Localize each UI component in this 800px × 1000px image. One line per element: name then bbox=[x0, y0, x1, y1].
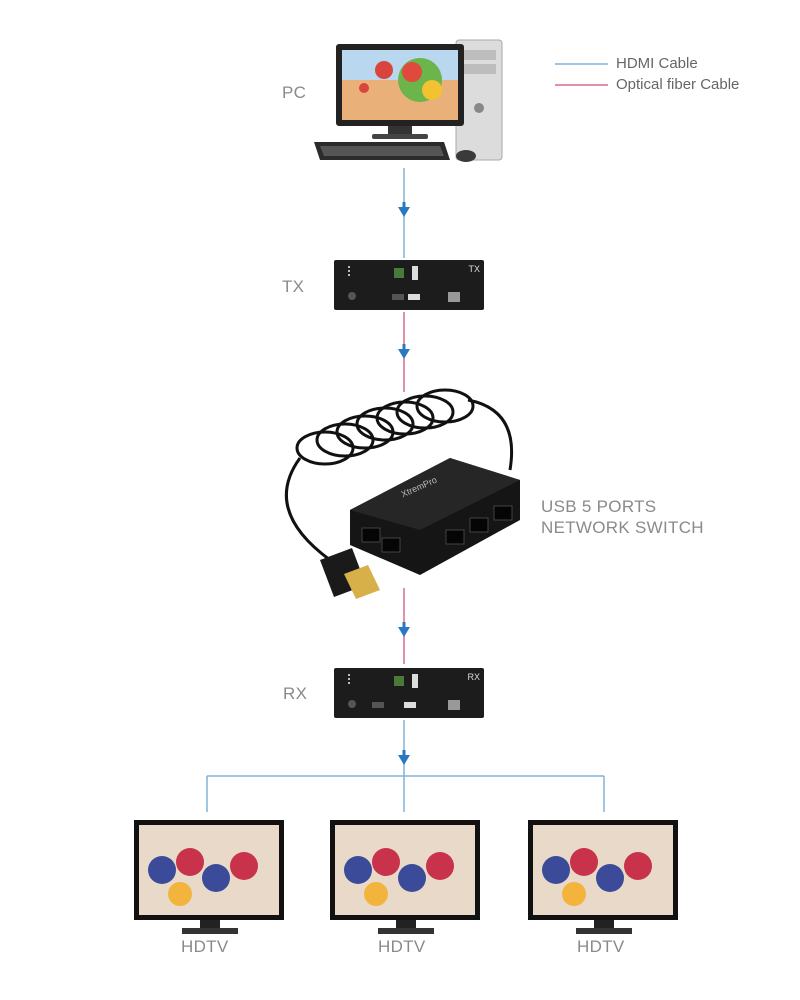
hdtv-label-3: HDTV bbox=[577, 937, 625, 956]
hdtv-illustration-1 bbox=[134, 820, 284, 934]
terminal-block bbox=[394, 676, 404, 686]
tx-device: TX bbox=[334, 260, 484, 310]
rj45-port bbox=[448, 700, 460, 710]
rx-device: RX bbox=[334, 668, 484, 718]
arrow-down-icon bbox=[398, 349, 410, 359]
switch-label: USB 5 PORTS NETWORK SWITCH bbox=[541, 496, 704, 538]
hdmi-port bbox=[372, 702, 384, 708]
network-switch-illustration bbox=[284, 388, 520, 599]
dc-port bbox=[348, 700, 356, 708]
dc-port bbox=[348, 292, 356, 300]
switch-toggle bbox=[412, 266, 418, 280]
hdtv-illustration-2 bbox=[330, 820, 480, 934]
pc-illustration bbox=[314, 39, 503, 162]
tx-device-tag: TX bbox=[468, 264, 480, 274]
led-indicators bbox=[348, 674, 378, 684]
hdtv-label-1: HDTV bbox=[181, 937, 229, 956]
hdtv-label-2: HDTV bbox=[378, 937, 426, 956]
usb-port bbox=[408, 294, 420, 300]
usb-port bbox=[404, 702, 416, 708]
terminal-block bbox=[394, 268, 404, 278]
arrow-down-icon bbox=[398, 627, 410, 637]
switch-label-line2: NETWORK SWITCH bbox=[541, 518, 704, 537]
switch-toggle bbox=[412, 674, 418, 688]
hdmi-port bbox=[392, 294, 404, 300]
legend-hdmi-label: HDMI Cable bbox=[616, 55, 698, 72]
rx-device-tag: RX bbox=[467, 672, 480, 682]
pc-label: PC bbox=[282, 83, 307, 102]
arrow-down-icon bbox=[398, 207, 410, 217]
switch-label-line1: USB 5 PORTS bbox=[541, 497, 657, 516]
hdtv-illustration-3 bbox=[528, 820, 678, 934]
rj45-port bbox=[448, 292, 460, 302]
tx-label: TX bbox=[282, 277, 305, 296]
legend-fiber-label: Optical fiber Cable bbox=[616, 76, 740, 93]
arrow-down-icon bbox=[398, 755, 410, 765]
led-indicators bbox=[348, 266, 378, 276]
rx-label: RX bbox=[283, 684, 308, 703]
